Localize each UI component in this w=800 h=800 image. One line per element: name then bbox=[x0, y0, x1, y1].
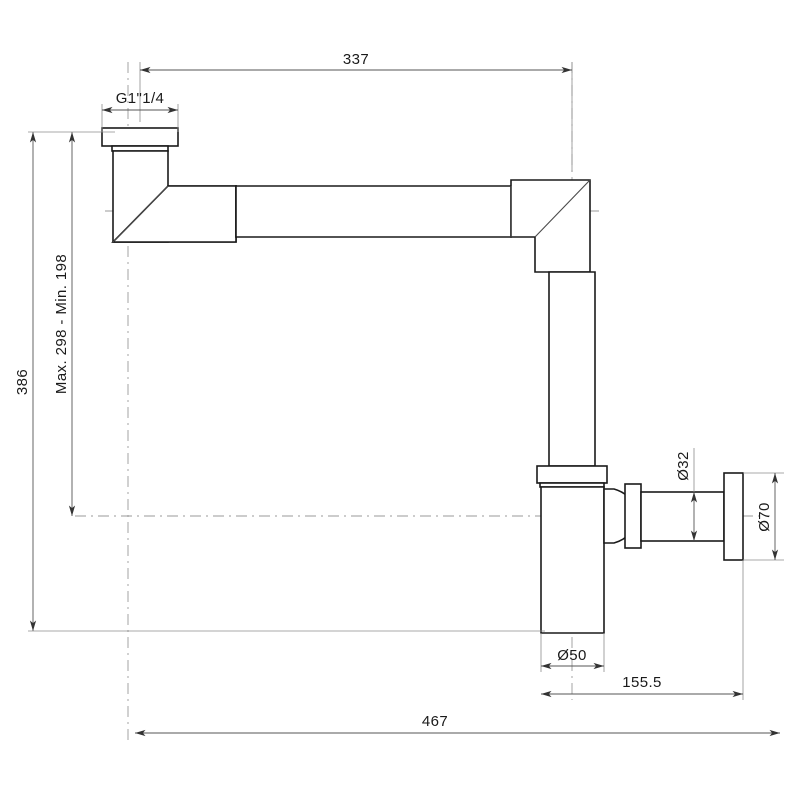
dimension-overall-width: 467 bbox=[135, 713, 780, 737]
dim-label-outlet-projection: 155.5 bbox=[622, 674, 662, 691]
horizontal-telescopic-tube bbox=[235, 185, 512, 238]
left-elbow-miter-line bbox=[112, 185, 169, 243]
dim-label-adjustable-height: Max. 298 - Min. 198 bbox=[53, 254, 70, 394]
dimension-bowl-diameter: Ø50 bbox=[540, 633, 605, 672]
dimension-outlet-pipe-diameter: Ø32 bbox=[675, 448, 698, 541]
dim-label-wall-flange-diameter: Ø70 bbox=[756, 502, 773, 532]
part-geometry-group bbox=[101, 127, 744, 634]
dim-label-overall-height: 386 bbox=[14, 369, 31, 395]
vertical-downpipe bbox=[548, 271, 596, 467]
dimension-thread-size: G1"1/4 bbox=[101, 90, 179, 132]
dim-label-overall-width: 467 bbox=[422, 713, 448, 730]
inlet-flange bbox=[101, 127, 179, 147]
outlet-neck-flange bbox=[624, 483, 642, 549]
dimension-outlet-projection: 155.5 bbox=[541, 560, 744, 700]
horizontal-outlet-pipe bbox=[640, 491, 725, 542]
right-elbow-body bbox=[510, 179, 591, 273]
dim-label-outlet-pipe-diameter: Ø32 bbox=[675, 451, 692, 481]
dimension-overall-height: 386 bbox=[14, 132, 37, 631]
dimension-height-extension-lines bbox=[28, 131, 545, 632]
dim-label-top-reach: 337 bbox=[343, 51, 369, 68]
dimension-adjustable-height: Max. 298 - Min. 198 bbox=[53, 132, 76, 516]
dimension-wall-flange-diameter: Ø70 bbox=[743, 472, 784, 561]
dim-label-bowl-diameter: Ø50 bbox=[557, 647, 587, 664]
wall-escutcheon-flange bbox=[723, 472, 744, 561]
trap-bowl-body bbox=[540, 486, 605, 634]
center-lines-group bbox=[75, 62, 770, 745]
dim-label-thread-size: G1"1/4 bbox=[116, 90, 165, 107]
right-elbow-miter-line bbox=[534, 179, 591, 238]
dimension-top-reach: 337 bbox=[139, 51, 573, 172]
bowl-collar-nut bbox=[536, 465, 608, 484]
